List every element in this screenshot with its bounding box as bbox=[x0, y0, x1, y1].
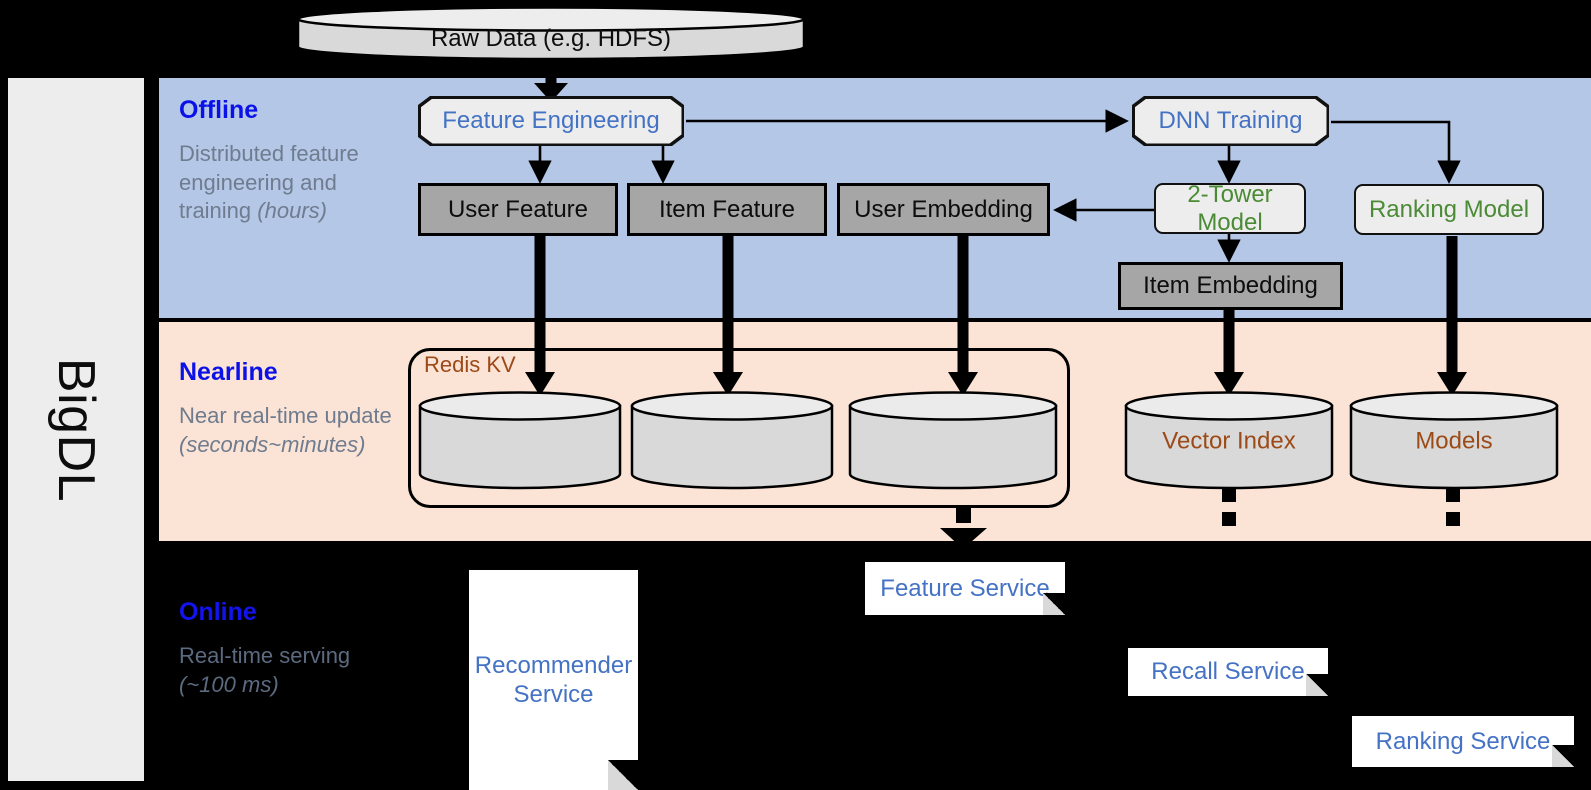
band-subtitle-nearline-emphasis: (seconds~minutes) bbox=[179, 431, 366, 457]
item-feature-store-cylinder[interactable] bbox=[630, 390, 834, 490]
redis-kv-group bbox=[408, 348, 1070, 508]
ranking-model-box[interactable]: Ranking Model bbox=[1354, 184, 1544, 235]
recall-service-label: Recall Service bbox=[1151, 658, 1305, 686]
user-embedding-box[interactable]: User Embedding bbox=[837, 183, 1050, 236]
bigdl-label: BigDL bbox=[47, 357, 106, 502]
feature-engineering-box[interactable]: Feature Engineering bbox=[418, 96, 684, 146]
two-tower-model-label: 2-Tower Model bbox=[1187, 180, 1273, 236]
item-feature-box[interactable]: Item Feature bbox=[627, 183, 827, 236]
dnn-training-label: DNN Training bbox=[1135, 99, 1327, 144]
recommender-service-card[interactable]: Recommender Service bbox=[469, 570, 638, 790]
item-embedding-label: Item Embedding bbox=[1143, 272, 1318, 299]
ranking-service-label: Ranking Service bbox=[1375, 727, 1551, 755]
ranking-model-label: Ranking Model bbox=[1368, 195, 1530, 223]
band-subtitle-offline-emphasis: (hours) bbox=[257, 198, 327, 224]
redis-kv-label: Redis KV bbox=[424, 352, 516, 377]
user-embedding-label: User Embedding bbox=[854, 195, 1033, 223]
page-fold-icon bbox=[1306, 674, 1328, 696]
band-subtitle-online-emphasis: (~100 ms) bbox=[179, 671, 279, 697]
band-title-online: Online bbox=[179, 598, 257, 626]
raw-data-label: Raw Data (e.g. HDFS) bbox=[430, 25, 672, 53]
models-label: Models bbox=[1415, 427, 1493, 455]
user-feature-store-cylinder[interactable] bbox=[418, 390, 622, 490]
recall-service-card[interactable]: Recall Service bbox=[1128, 648, 1328, 696]
band-title-offline: Offline bbox=[179, 96, 259, 124]
item-embedding-box[interactable]: Item Embedding bbox=[1118, 262, 1343, 310]
band-subtitle-online-text: Real-time serving bbox=[179, 643, 351, 668]
page-fold-icon bbox=[1043, 593, 1065, 615]
user-feature-box[interactable]: User Feature bbox=[418, 183, 618, 236]
two-tower-model-box[interactable]: 2-Tower Model bbox=[1154, 180, 1306, 236]
feature-service-card[interactable]: Feature Service bbox=[865, 562, 1065, 615]
feature-service-label: Feature Service bbox=[880, 574, 1050, 602]
vector-index-label: Vector Index bbox=[1162, 427, 1296, 455]
bigdl-rail: BigDL bbox=[8, 78, 144, 781]
band-subtitle-offline: Distributed feature engineering and trai… bbox=[179, 140, 404, 226]
feature-engineering-label: Feature Engineering bbox=[421, 99, 682, 144]
band-subtitle-nearline-text: Near real-time update bbox=[179, 403, 392, 428]
recommender-service-label: Recommender Service bbox=[474, 651, 633, 708]
band-title-nearline: Nearline bbox=[179, 358, 278, 386]
user-embedding-store-cylinder[interactable] bbox=[848, 390, 1058, 490]
vector-index-cylinder[interactable]: Vector Index bbox=[1124, 390, 1334, 490]
page-fold-icon bbox=[1552, 745, 1574, 767]
dnn-training-box[interactable]: DNN Training bbox=[1132, 96, 1329, 146]
user-feature-label: User Feature bbox=[447, 195, 589, 223]
band-subtitle-online: Real-time serving (~100 ms) bbox=[179, 642, 404, 699]
item-feature-label: Item Feature bbox=[658, 195, 796, 223]
raw-data-cylinder: Raw Data (e.g. HDFS) bbox=[296, 6, 806, 61]
band-subtitle-nearline: Near real-time update (seconds~minutes) bbox=[179, 402, 404, 459]
models-cylinder[interactable]: Models bbox=[1349, 390, 1559, 490]
band-subtitle-offline-text: Distributed feature engineering and trai… bbox=[179, 141, 359, 224]
ranking-service-card[interactable]: Ranking Service bbox=[1352, 716, 1574, 767]
page-fold-icon bbox=[608, 760, 638, 790]
